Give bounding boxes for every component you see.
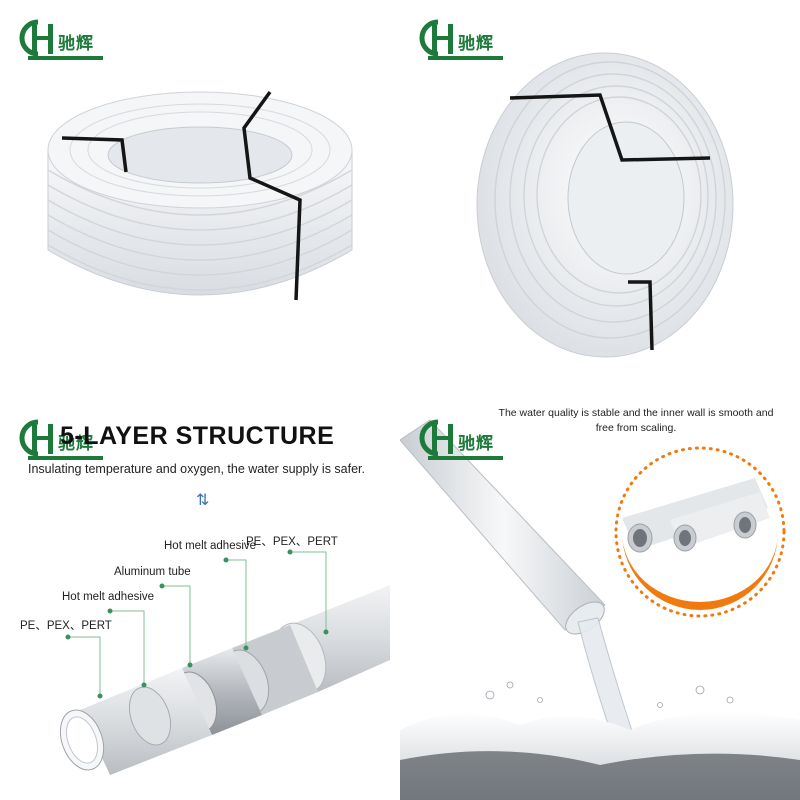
logo-text: 驰辉 bbox=[458, 434, 494, 454]
logo-text: 驰辉 bbox=[458, 34, 494, 54]
logo-text: 驰辉 bbox=[58, 34, 94, 54]
structure-title: 5-LAYER STRUCTURE bbox=[60, 422, 335, 450]
brand-logo: 驰辉 bbox=[418, 418, 508, 462]
coil-flat-illustration bbox=[47, 90, 353, 301]
chl-logo-icon bbox=[19, 19, 103, 60]
brand-logo: 驰辉 bbox=[18, 418, 108, 462]
water-pipe-illustration bbox=[400, 419, 800, 800]
logo-text: 驰辉 bbox=[58, 434, 94, 454]
swap-arrows-icon: ⇅ bbox=[196, 492, 210, 509]
chl-logo-icon bbox=[19, 419, 103, 460]
chl-logo-icon bbox=[419, 419, 503, 460]
structure-subtitle: Insulating temperature and oxygen, the w… bbox=[28, 462, 365, 476]
pipe-layers-illustration bbox=[59, 549, 390, 775]
product-image-coil-flat: 驰辉 bbox=[0, 0, 400, 400]
layer-label-adhesive-inner: Hot melt adhesive bbox=[62, 591, 155, 603]
water-caption: The water quality is stable and the inne… bbox=[486, 406, 786, 436]
water-caption-line2: free from scaling. bbox=[595, 422, 677, 434]
water-caption-line1: The water quality is stable and the inne… bbox=[498, 407, 774, 419]
layer-structure-panel: 驰辉 5-LAYER STRUCTURE Insulating temperat… bbox=[0, 400, 400, 800]
coil-upright-illustration bbox=[476, 52, 734, 358]
chl-logo-icon bbox=[419, 19, 503, 60]
brand-logo: 驰辉 bbox=[418, 18, 508, 62]
layer-label-adhesive-outer: Hot melt adhesive bbox=[164, 540, 257, 552]
water-quality-panel: 驰辉 The water quality is stable and the i… bbox=[400, 400, 800, 800]
layer-label-inner: PE、PEX、PERT bbox=[20, 620, 112, 632]
brand-logo: 驰辉 bbox=[18, 18, 108, 62]
layer-label-aluminum: Aluminum tube bbox=[114, 566, 191, 578]
layer-label-outer: PE、PEX、PERT bbox=[246, 536, 338, 548]
product-image-coil-upright: 驰辉 bbox=[400, 0, 800, 400]
